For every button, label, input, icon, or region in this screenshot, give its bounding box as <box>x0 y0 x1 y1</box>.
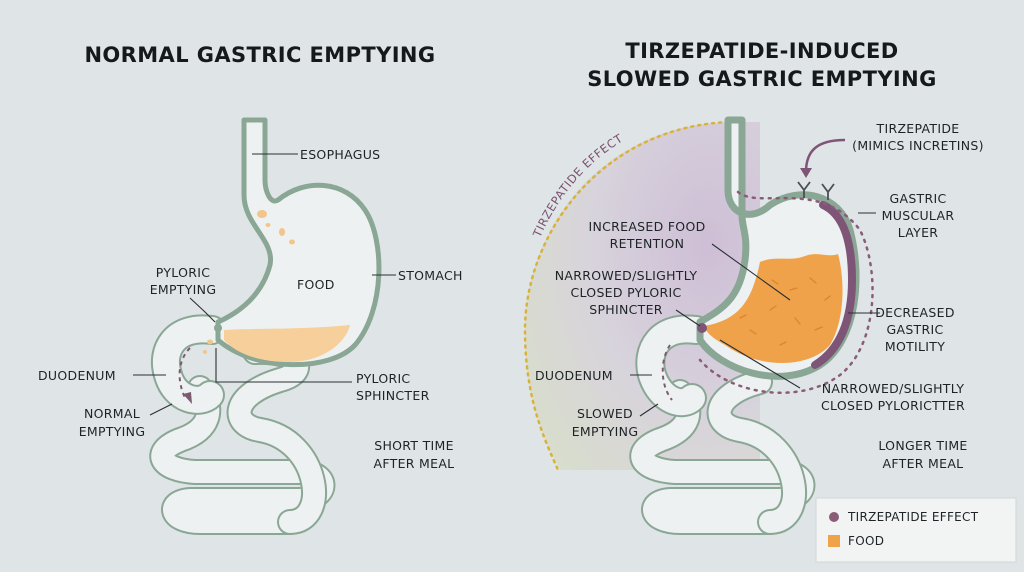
label-nsc-2: CLOSED PYLORIC <box>570 285 681 300</box>
receptor-icons <box>797 181 835 200</box>
left-duodenum <box>150 314 227 415</box>
label-food: FOOD <box>297 277 335 292</box>
tirzepatide-dotted-outline <box>698 190 874 394</box>
right-title-line-2: SLOWED GASTRIC EMPTYING <box>587 67 937 91</box>
legend-swatch-tirzepatide <box>829 512 839 522</box>
right-intestine <box>629 369 816 535</box>
label-npt-2: CLOSED PYLORICTTER <box>821 398 965 413</box>
tirzepatide-arrowhead-icon <box>800 168 812 178</box>
left-intestine <box>149 338 336 535</box>
left-emptying-arrow <box>178 347 191 401</box>
label-slowed-2: EMPTYING <box>572 424 639 439</box>
label-pyloric-sphincter-2: SPHINCTER <box>356 388 430 403</box>
label-short-time-1: SHORT TIME <box>374 438 454 453</box>
label-short-time-2: AFTER MEAL <box>374 456 455 471</box>
label-longer-time-2: AFTER MEAL <box>883 456 964 471</box>
left-food-mass <box>224 325 350 362</box>
left-pyloric-sphincter-shape <box>214 324 222 332</box>
left-stomach <box>178 117 382 404</box>
label-pyloric-sphincter-1: PYLORIC <box>356 371 410 386</box>
muscular-layer-thickened <box>811 201 857 369</box>
right-food-texture <box>739 277 831 346</box>
left-labels: ESOPHAGUS FOOD STOMACH PYLORIC EMPTYING … <box>38 147 463 471</box>
label-tirzepatide-1: TIRZEPATIDE <box>876 121 960 136</box>
label-nsc-3: SPHINCTER <box>589 302 663 317</box>
label-npt-1: NARROWED/SLIGHTLY <box>822 381 965 396</box>
label-stomach: STOMACH <box>398 268 463 283</box>
label-normal-emptying-1: NORMAL <box>84 406 140 421</box>
label-gml-2: MUSCULAR <box>882 208 955 223</box>
label-normal-emptying-2: EMPTYING <box>79 424 146 439</box>
left-arrowhead-icon <box>183 392 192 404</box>
legend-label-food: FOOD <box>848 534 884 548</box>
tirzepatide-arrow <box>804 138 846 173</box>
label-tirzepatide-2: (MIMICS INCRETINS) <box>852 138 984 153</box>
right-title-line-1: TIRZEPATIDE-INDUCED <box>625 39 898 63</box>
label-pyloric-emptying-2: EMPTYING <box>150 282 217 297</box>
label-nsc-1: NARROWED/SLIGHTLY <box>555 268 698 283</box>
label-esophagus: ESOPHAGUS <box>300 147 380 162</box>
label-dgm-1: DECREASED <box>875 305 955 320</box>
label-dgm-3: MOTILITY <box>885 339 945 354</box>
label-ifr-1: INCREASED FOOD <box>588 219 705 234</box>
legend: TIRZEPATIDE EFFECT FOOD <box>815 497 1017 563</box>
label-gml-1: GASTRIC <box>889 191 946 206</box>
label-duodenum-left: DUODENUM <box>38 368 116 383</box>
label-dgm-2: GASTRIC <box>886 322 943 337</box>
label-gml-3: LAYER <box>898 225 939 240</box>
right-stomach <box>661 116 874 401</box>
label-duodenum-right: DUODENUM <box>535 368 613 383</box>
legend-swatch-food <box>828 535 840 547</box>
label-pyloric-emptying-1: PYLORIC <box>156 265 210 280</box>
legend-label-tirzepatide: TIRZEPATIDE EFFECT <box>847 510 979 524</box>
left-food-particles <box>203 210 295 354</box>
label-longer-time-1: LONGER TIME <box>878 438 967 453</box>
label-ifr-2: RETENTION <box>610 236 685 251</box>
left-title: NORMAL GASTRIC EMPTYING <box>84 43 435 67</box>
label-slowed-1: SLOWED <box>577 406 633 421</box>
right-labels: TIRZEPATIDE (MIMICS INCRETINS) GASTRIC M… <box>535 121 984 471</box>
